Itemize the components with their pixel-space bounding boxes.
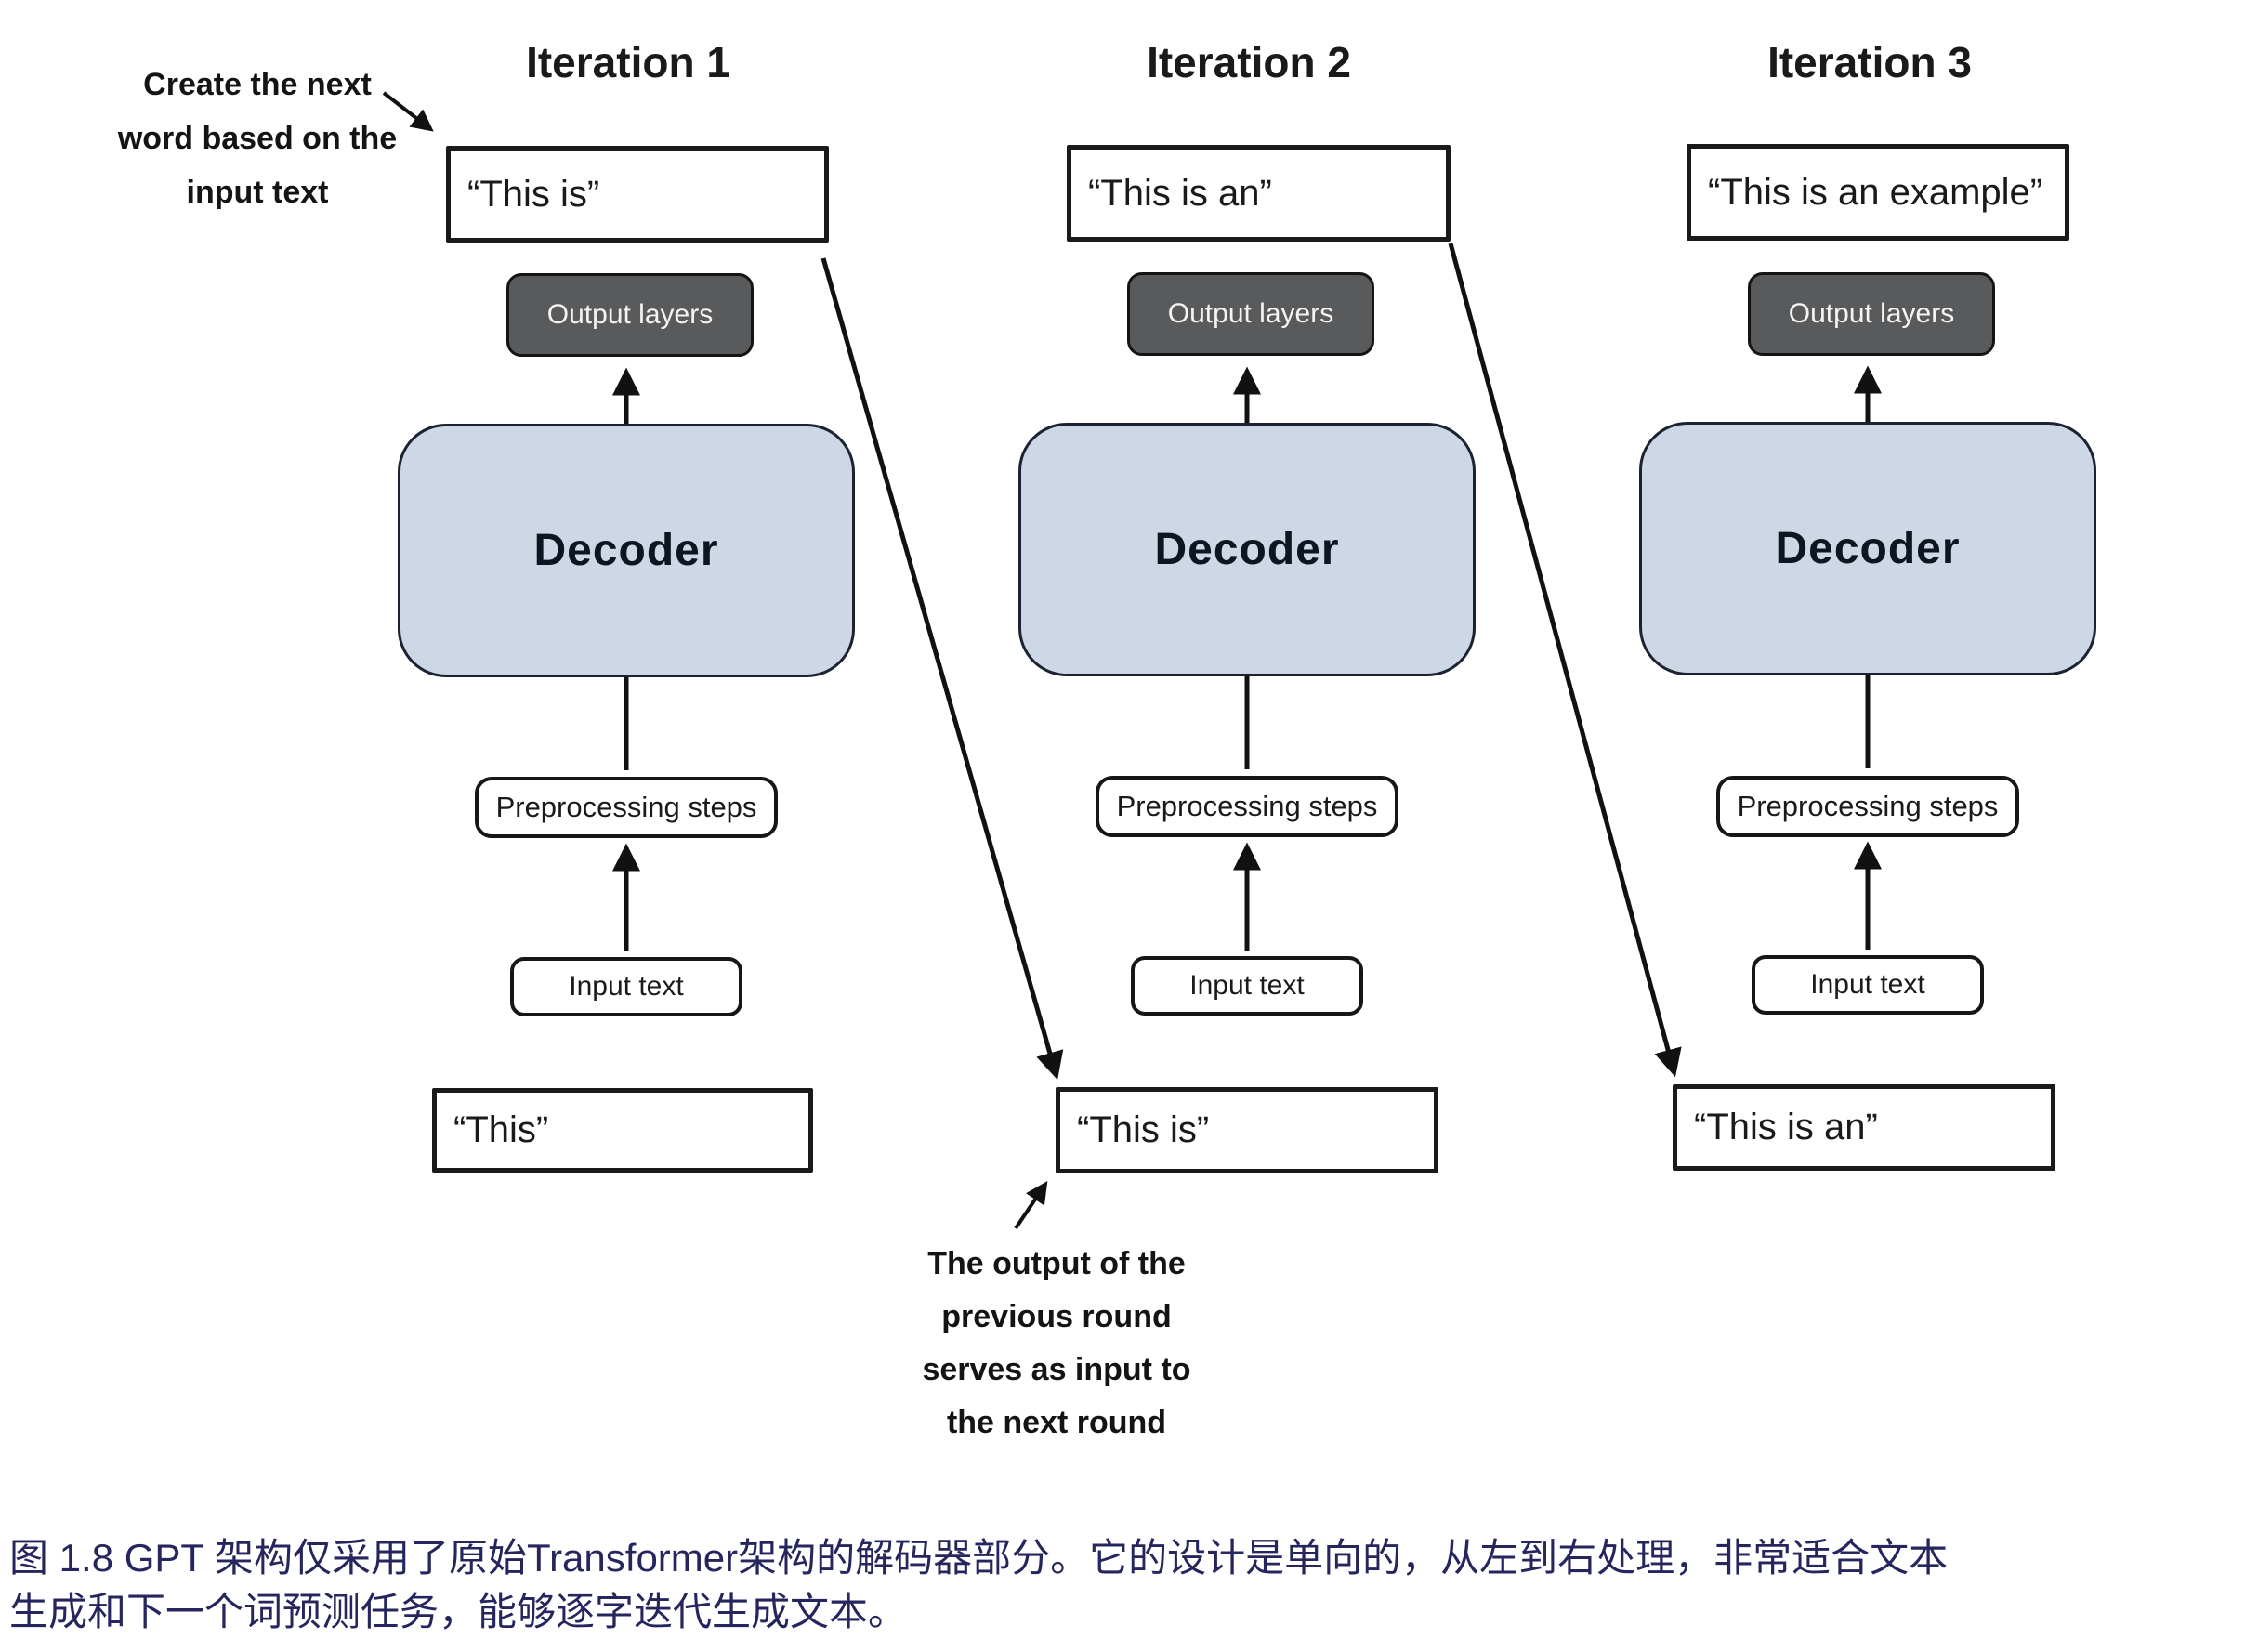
output-layers-box-3: Output layers (1748, 272, 1995, 356)
preprocessing-label: Preprocessing steps (495, 791, 757, 823)
output-layers-label: Output layers (546, 299, 714, 330)
result-box-iteration-1: “This is” (446, 146, 829, 243)
input-text-box-1: Input text (510, 957, 742, 1016)
preprocessing-label: Preprocessing steps (1116, 790, 1378, 822)
input-text-box-3: Input text (1752, 955, 1984, 1015)
source-box-iteration-2: “This is” (1056, 1087, 1438, 1173)
caption-line-2: 生成和下一个词预测任务，能够逐字迭代生成文本。 (9, 1590, 908, 1633)
source-text: “This” (453, 1109, 549, 1150)
decoder-label: Decoder (1154, 525, 1340, 574)
source-text: “This is” (1077, 1109, 1210, 1150)
annotation-line: serves as input to (922, 1352, 1191, 1387)
iteration-2-title: Iteration 2 (1147, 38, 1351, 86)
source-box-iteration-1: “This” (432, 1088, 813, 1173)
result-box-iteration-3: “This is an example” (1687, 144, 2069, 241)
annotation-line: The output of the (927, 1246, 1186, 1281)
arrow-note-previous-round (1014, 1181, 1048, 1230)
decoder-label: Decoder (533, 526, 719, 575)
preprocessing-steps-box-2: Preprocessing steps (1096, 776, 1398, 837)
annotation-line: Create the next (143, 67, 372, 102)
output-layers-box-1: Output layers (506, 273, 754, 357)
annotation-line: the next round (946, 1405, 1167, 1440)
figure-caption: 图 1.8 GPT 架构仅采用了原始Transformer架构的解码器部分。它的… (9, 1531, 2254, 1639)
input-text-label: Input text (1189, 970, 1305, 1001)
annotation-line: input text (186, 175, 329, 210)
preprocessing-label: Preprocessing steps (1737, 790, 1999, 822)
iteration-3-title: Iteration 3 (1767, 38, 1972, 86)
arrow-output1-to-input2 (820, 257, 1064, 1081)
iteration-1-title: Iteration 1 (526, 38, 730, 86)
output-layers-box-2: Output layers (1127, 272, 1374, 356)
result-text: “This is an” (1088, 172, 1272, 214)
decoder-label: Decoder (1775, 524, 1961, 573)
decoder-box-2: Decoder (1018, 423, 1476, 676)
input-text-label: Input text (1810, 969, 1925, 1000)
caption-line-1: 图 1.8 GPT 架构仅采用了原始Transformer架构的解码器部分。它的… (9, 1536, 1949, 1580)
preprocessing-steps-box-3: Preprocessing steps (1716, 776, 2019, 837)
source-text: “This is an” (1694, 1107, 1878, 1147)
decoder-box-3: Decoder (1639, 422, 2096, 675)
source-box-iteration-3: “This is an” (1673, 1084, 2055, 1171)
result-text: “This is an example” (1708, 171, 2043, 213)
decoder-box-1: Decoder (398, 424, 855, 677)
input-text-label: Input text (569, 971, 684, 1002)
output-layers-label: Output layers (1788, 298, 1955, 329)
annotation-output-previous-round: The output of the previous round serves … (871, 1238, 1242, 1449)
annotation-create-next-word: Create the next word based on the input … (72, 58, 443, 219)
input-text-box-2: Input text (1131, 956, 1363, 1016)
annotation-line: word based on the (117, 121, 398, 156)
output-layers-label: Output layers (1167, 298, 1334, 329)
annotation-line: previous round (941, 1299, 1172, 1334)
preprocessing-steps-box-1: Preprocessing steps (475, 777, 778, 838)
result-text: “This is” (467, 173, 600, 215)
result-box-iteration-2: “This is an” (1067, 145, 1451, 242)
arrow-output2-to-input3 (1448, 243, 1682, 1078)
